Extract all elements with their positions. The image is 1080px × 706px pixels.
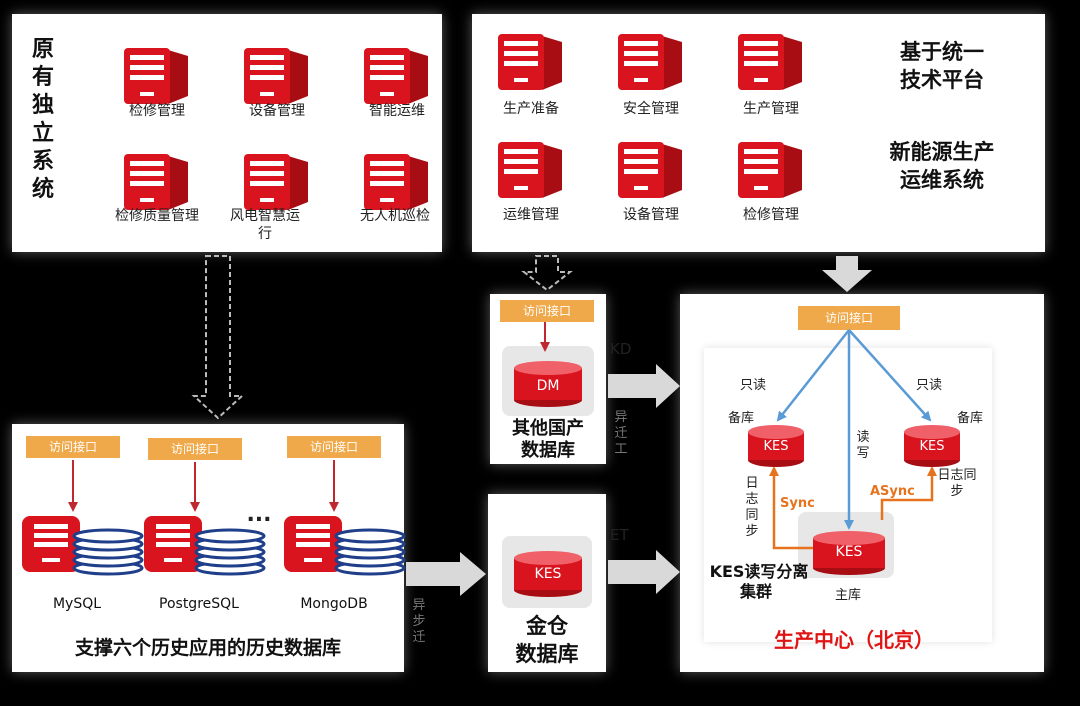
kingbase-title-line2: 数据库 — [515, 642, 579, 666]
platform-subtitle-line2: 运维系统 — [900, 168, 984, 192]
kes-main-icon — [813, 531, 885, 575]
cluster-title-line2: 集群 — [740, 582, 773, 601]
domestic-db-title-line1: 其他国产 — [512, 418, 584, 439]
platform-title-line1: 基于统一 — [900, 40, 984, 64]
kes-standby-right-icon — [904, 425, 960, 467]
db-name: PostgreSQL — [159, 596, 239, 612]
kes-cylinder-icon — [514, 551, 582, 597]
system-label: 检修管理 — [129, 103, 185, 119]
dashed-down-arrow — [521, 255, 573, 292]
async-label: ASync — [870, 484, 915, 499]
dashed-down-arrow — [191, 255, 245, 420]
access-interface: 访问接口 — [500, 300, 594, 322]
access-interface: 访问接口 — [26, 436, 120, 458]
kes-main-label: KES — [835, 544, 863, 560]
production-center-title: 生产中心（北京） — [774, 628, 934, 652]
system-label: 运维管理 — [503, 207, 559, 223]
async-migrate-label-right: 异迁工 — [614, 410, 628, 457]
access-interface: 访问接口 — [148, 438, 242, 460]
access-interface: 访问接口 — [287, 436, 381, 458]
solid-down-arrow — [822, 256, 872, 292]
system-label: 无人机巡检 — [360, 208, 430, 224]
read-write-label: 读写 — [856, 430, 870, 461]
right-arrow — [406, 552, 486, 596]
domestic-db-title-line2: 数据库 — [521, 440, 575, 461]
platform-subtitle-line1: 新能源生产 — [889, 140, 995, 164]
ellipsis: ... — [246, 502, 272, 527]
readonly-right-label: 只读 — [916, 378, 943, 393]
system-label: 设备管理 — [249, 103, 305, 119]
kd-label: KD — [610, 340, 632, 358]
kes-standby-left-label: KES — [763, 439, 789, 454]
right-arrow — [608, 364, 680, 408]
log-sync-right-label: 日志同步 — [937, 468, 977, 499]
db-name: MySQL — [52, 596, 102, 612]
kes-standby-left-icon — [748, 425, 804, 467]
readonly-left-label: 只读 — [740, 378, 767, 393]
unified-platform-panel: 生产准备 安全管理 生产管理 运维管理 设备管理 检修管理 基于统一 技术平台 … — [472, 14, 1045, 252]
kes-standby-right-label: KES — [919, 439, 945, 454]
system-label: 检修管理 — [743, 207, 799, 223]
right-arrow — [608, 550, 680, 594]
system-label: 安全管理 — [623, 101, 679, 117]
et-label: ET — [610, 526, 629, 544]
system-label: 生产准备 — [503, 101, 559, 117]
legacy-systems-panel: 原有独立系统 检修管理 设备管理 智能运维 检修质量管理 风电智慧运行 无人机巡… — [12, 14, 442, 252]
sync-label: Sync — [780, 496, 815, 511]
db-name: MongoDB — [300, 596, 368, 612]
main-db-label: 主库 — [835, 588, 862, 603]
history-db-panel: 访问接口 访问接口 访问接口 ... MySQL PostgreSQL Mong… — [12, 424, 404, 672]
cluster-title-line1: KES读写分离 — [709, 562, 809, 581]
system-label: 检修质量管理 — [115, 208, 199, 224]
async-migrate-label-left: 异步迁 — [412, 598, 426, 645]
standby-right-label: 备库 — [957, 411, 984, 426]
system-label: 智能运维 — [369, 103, 425, 119]
access-interface: 访问接口 — [798, 306, 900, 330]
system-label: 设备管理 — [623, 207, 679, 223]
platform-title-line2: 技术平台 — [900, 68, 984, 92]
system-label: 风电智慧运行 — [230, 208, 300, 242]
kingbase-title-line1: 金仓 — [526, 614, 568, 638]
kes-label: KES — [534, 566, 562, 582]
log-sync-left-label: 日志同步 — [745, 476, 759, 539]
legacy-systems-title: 原有独立系统 — [31, 37, 54, 202]
standby-left-label: 备库 — [728, 411, 755, 426]
system-label: 生产管理 — [743, 101, 799, 117]
dm-cylinder-icon — [514, 361, 582, 407]
history-db-title: 支撑六个历史应用的历史数据库 — [74, 637, 341, 659]
dm-label: DM — [536, 378, 560, 394]
